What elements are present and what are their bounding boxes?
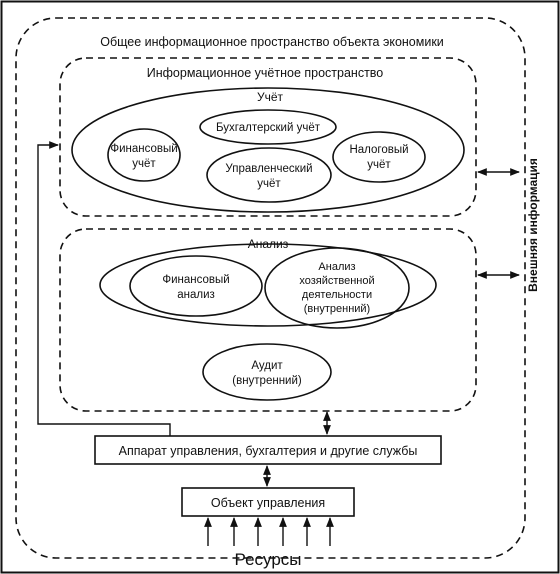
accounting-title: Учёт xyxy=(257,90,284,104)
accounting-ellipse xyxy=(71,87,465,213)
financial-analysis-label-2: анализ xyxy=(177,289,215,301)
financial-accounting-label-1: Финансовый xyxy=(110,143,177,155)
managerial-accounting-label-2: учёт xyxy=(257,178,281,190)
financial-analysis-ellipse xyxy=(129,255,263,317)
financial-accounting-label-2: учёт xyxy=(132,158,156,170)
management-apparatus-box xyxy=(94,435,442,465)
financial-accounting-ellipse xyxy=(107,128,181,182)
managed-object-box xyxy=(181,487,355,517)
audit-ellipse xyxy=(202,343,332,401)
bookkeeping-ellipse xyxy=(199,109,337,145)
managerial-accounting-ellipse xyxy=(206,147,332,203)
business-analysis-ellipse xyxy=(264,247,410,329)
business-analysis-label-3: деятельности xyxy=(302,289,372,301)
bookkeeping-label: Бухгалтерский учёт xyxy=(216,122,321,134)
common-information-space xyxy=(15,17,526,559)
managerial-accounting-label-1: Управленческий xyxy=(225,163,312,175)
resources-label: Ресурсы xyxy=(234,550,301,569)
external-info-label: Внешняя информация xyxy=(526,158,540,292)
management-apparatus-label: Аппарат управления, бухгалтерия и другие… xyxy=(119,444,418,458)
tax-accounting-ellipse xyxy=(332,131,426,183)
analysis-space xyxy=(59,228,477,412)
managed-object-label: Объект управления xyxy=(211,496,325,510)
audit-label-2: (внутренний) xyxy=(232,375,302,387)
tax-accounting-label-1: Налоговый xyxy=(349,144,408,156)
accounting-information-space xyxy=(59,57,477,217)
feedback-arrow xyxy=(37,141,171,436)
audit-label-1: Аудит xyxy=(251,360,283,372)
outer-space-title: Общее информационное пространство объект… xyxy=(100,35,444,49)
tax-accounting-label-2: учёт xyxy=(367,159,391,171)
business-analysis-label-4: (внутренний) xyxy=(304,303,370,315)
financial-analysis-label-1: Финансовый xyxy=(162,274,229,286)
business-analysis-label-1: Анализ xyxy=(318,261,355,273)
analysis-ellipse xyxy=(99,243,437,327)
business-analysis-label-2: хозяйственной xyxy=(299,275,374,287)
accounting-space-title: Информационное учётное пространство xyxy=(147,66,384,80)
